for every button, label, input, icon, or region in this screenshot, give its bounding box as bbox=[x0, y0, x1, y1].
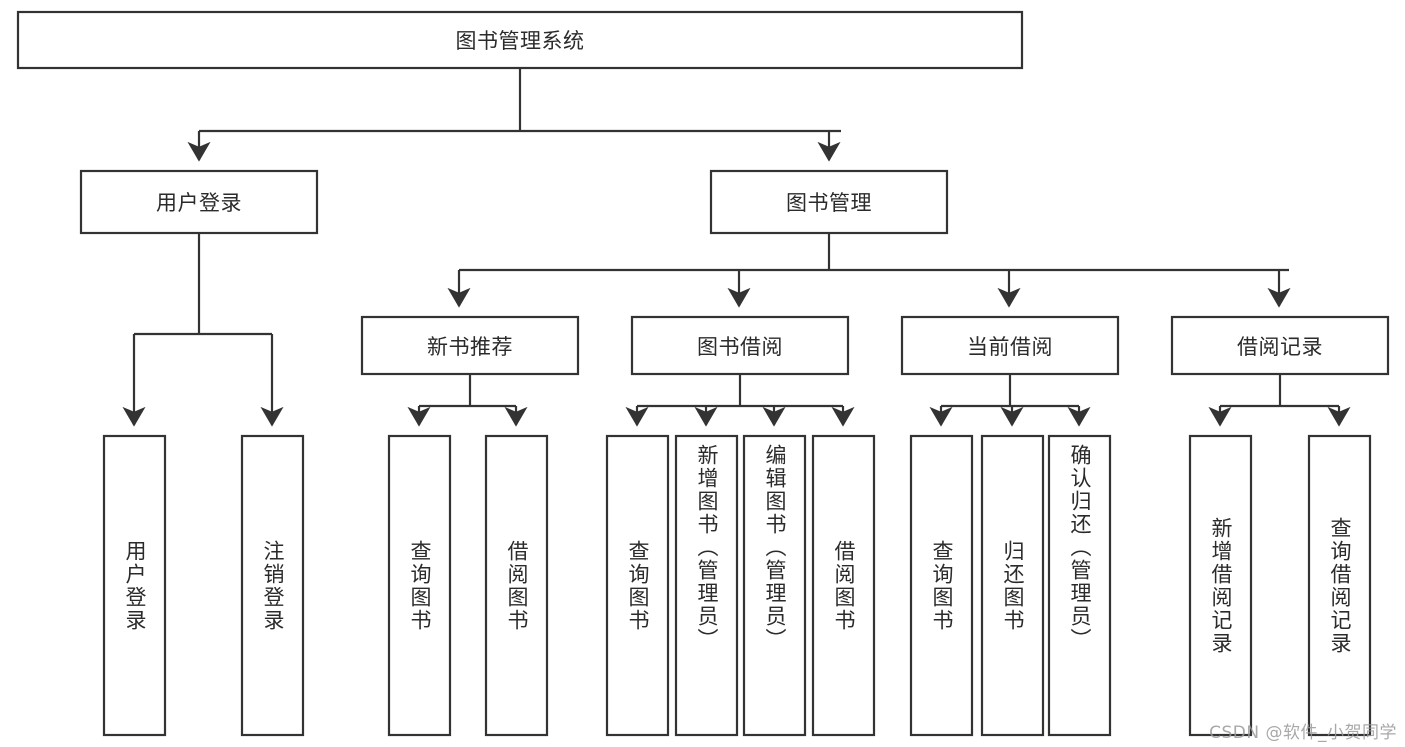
connector-group-bookmgmt-to-level3 bbox=[447, 233, 1291, 308]
node-box-leaf-query-record[interactable] bbox=[1307, 434, 1372, 737]
node-box-new-book-recommend[interactable] bbox=[360, 315, 580, 376]
connector-group-borrowrecord-to-leaves bbox=[1208, 374, 1351, 427]
node-box-user-login[interactable] bbox=[79, 169, 319, 235]
node-box-leaf-add-book[interactable] bbox=[674, 434, 739, 737]
connector-group-bookborrow-to-leaves bbox=[625, 374, 855, 427]
node-box-leaf-query-book-1[interactable] bbox=[387, 434, 452, 737]
node-box-book-management[interactable] bbox=[709, 169, 949, 235]
node-box-leaf-borrow-book-1[interactable] bbox=[484, 434, 549, 737]
node-box-book-borrow[interactable] bbox=[630, 315, 850, 376]
connector-group-root-to-level2 bbox=[187, 68, 841, 162]
node-box-leaf-edit-book[interactable] bbox=[742, 434, 807, 737]
connector-group-userlogin-to-leaves bbox=[122, 233, 284, 427]
node-box-leaf-logout[interactable] bbox=[240, 434, 305, 737]
connector-group-currentborrow-to-leaves bbox=[929, 374, 1091, 427]
node-box-root[interactable] bbox=[16, 10, 1024, 70]
node-box-leaf-add-record[interactable] bbox=[1188, 434, 1253, 737]
node-box-leaf-return-book[interactable] bbox=[980, 434, 1045, 737]
csdn-watermark: CSDN @软件_小贺同学 bbox=[1209, 723, 1397, 743]
node-box-leaf-borrow-book-2[interactable] bbox=[811, 434, 876, 737]
connector-group-newbook-to-leaves bbox=[407, 374, 528, 427]
node-box-leaf-query-book-2[interactable] bbox=[605, 434, 670, 737]
node-box-borrow-record[interactable] bbox=[1170, 315, 1390, 376]
node-box-leaf-confirm-return[interactable] bbox=[1047, 434, 1112, 737]
node-box-leaf-query-book-3[interactable] bbox=[909, 434, 974, 737]
node-box-leaf-user-login[interactable] bbox=[102, 434, 167, 737]
node-box-current-borrow[interactable] bbox=[900, 315, 1120, 376]
